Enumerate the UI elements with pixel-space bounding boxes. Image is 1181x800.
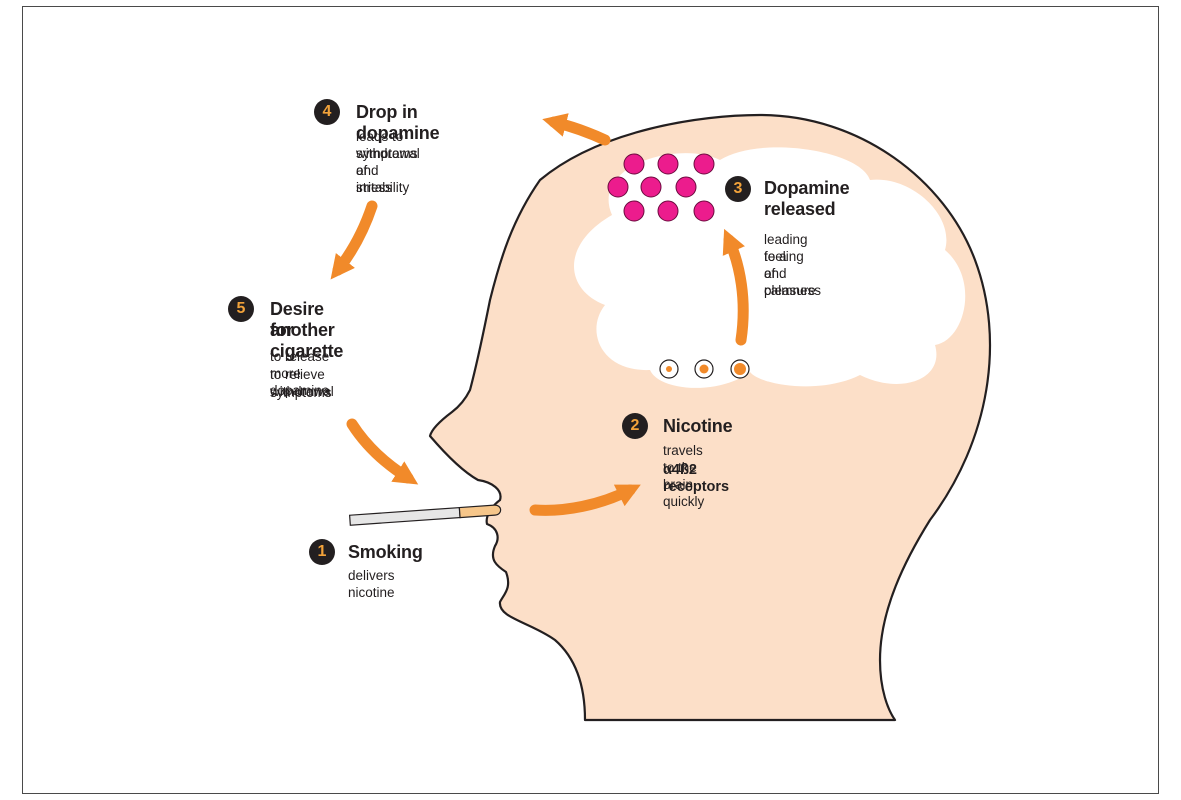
step-3-description-line-3: and calmness (764, 266, 822, 298)
dopamine-molecule-icon (693, 153, 715, 175)
receptor-icon (659, 359, 679, 379)
step-3-description-line-2: feeling of pleasure (764, 249, 816, 298)
arrow-receptors-to-dopamine (722, 228, 749, 346)
step-2-description: travels to the brain quickly (663, 443, 705, 509)
step-2-receptors-label: α4ß2 receptors (663, 462, 730, 495)
step-5-description-line-1: to release more dopamine (270, 349, 330, 398)
arrow-desire-to-smoking (346, 418, 419, 485)
cigarette-icon (348, 504, 502, 526)
dopamine-molecule-icon (657, 153, 679, 175)
arrow-drop-to-desire (330, 200, 378, 280)
step-5-title-line-2: another cigarette (270, 320, 344, 361)
step-5-description-line-2: to relieve withdrawal (270, 367, 334, 399)
receptor-icon (730, 359, 750, 379)
step-3-badge: 3 (725, 176, 751, 202)
step-3-title-line-2: released (764, 199, 836, 219)
step-4-description-line-1: leads to withdrawal (356, 129, 420, 161)
step-4-title: Drop in dopamine (356, 102, 440, 143)
dopamine-molecule-icon (640, 176, 662, 198)
step-2-badge: 2 (622, 413, 648, 439)
step-4-description-line-3: and stress (356, 163, 393, 195)
arrow-smoking-to-nicotine (529, 484, 641, 516)
step-3-title-line-1: Dopamine (764, 178, 850, 198)
step-1-title: Smoking (348, 542, 423, 562)
dopamine-cluster (607, 153, 715, 222)
step-1-badge: 1 (309, 539, 335, 565)
receptor-row (659, 359, 750, 379)
dopamine-molecule-icon (623, 153, 645, 175)
step-2-title: Nicotine (663, 416, 733, 436)
step-5-title-line-1: Desire for (270, 299, 324, 340)
step-4-badge: 4 (314, 99, 340, 125)
dopamine-molecule-icon (675, 176, 697, 198)
step-1-description: delivers nicotine (348, 568, 395, 600)
step-5-description-line-3: symptoms (270, 385, 332, 400)
dopamine-molecule-icon (623, 200, 645, 222)
dopamine-molecule-icon (657, 200, 679, 222)
step-4-description-line-2: symptoms of irritability (356, 146, 418, 195)
receptor-icon (694, 359, 714, 379)
arrow-dopamine-to-drop (542, 113, 611, 146)
dopamine-molecule-icon (693, 200, 715, 222)
step-5-badge: 5 (228, 296, 254, 322)
step-3-description-line-1: leading to a (764, 232, 808, 264)
dopamine-molecule-icon (607, 176, 629, 198)
